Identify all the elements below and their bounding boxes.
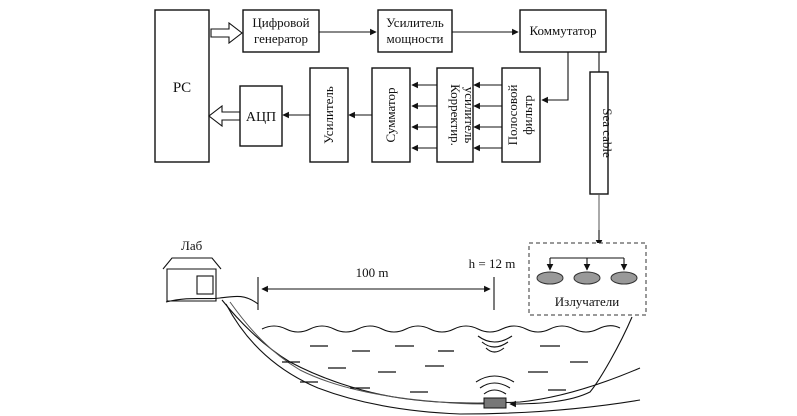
multi-channel-arrows-corrector-to-summator — [411, 81, 437, 152]
summator-block: Сумматор — [371, 67, 411, 163]
sea-cable-block: Sea cable — [589, 71, 615, 195]
corrector-amplifier-block: Корректир. усилитель — [436, 67, 477, 163]
receiver-amplifier-block: Усилитель — [309, 67, 349, 163]
switch-label: Коммутатор — [529, 23, 596, 38]
power-amplifier-label-line2: мощности — [387, 31, 444, 46]
switch-block: Коммутатор — [519, 9, 607, 53]
acoustic-waves-upper — [477, 335, 513, 353]
summator-label: Сумматор — [383, 88, 398, 143]
adc-label: АЦП — [246, 110, 276, 125]
generator-label-line1: Цифровой — [252, 15, 309, 30]
bandpass-label-line1: Полосовой — [505, 85, 520, 146]
power-amplifier-block: Усилитель мощности — [377, 9, 453, 53]
hollow-arrow-pc-to-generator — [210, 21, 243, 45]
lake-bed-lower — [225, 303, 641, 415]
receiver-amplifier-label: Усилитель — [321, 86, 336, 144]
bandpass-filter-block: Полосовой фильтр — [501, 67, 541, 163]
lake-bed — [221, 299, 641, 404]
emitters-label: Излучатели — [555, 294, 619, 309]
sea-cable-label: Sea cable — [600, 108, 615, 158]
lab-building — [162, 257, 222, 302]
emitters-group: Излучатели — [528, 242, 647, 316]
acoustic-waves-lower — [475, 375, 515, 395]
corrector-label-line1: Корректир. — [448, 84, 463, 146]
underwater-cable — [229, 301, 485, 405]
hollow-arrow-adc-to-pc — [208, 104, 241, 128]
pc-label: PC — [173, 80, 191, 96]
link-switch-to-bandpass — [541, 52, 569, 104]
multi-channel-arrows-filter-to-corrector — [473, 81, 502, 152]
depth-label: h = 12 m — [469, 256, 516, 271]
distance-label: 100 m — [356, 265, 389, 280]
power-amplifier-label-line1: Усилитель — [386, 15, 444, 30]
emitter-1 — [536, 271, 564, 285]
digital-generator-block: Цифровой генератор — [242, 9, 320, 53]
water-dashes — [282, 345, 588, 393]
distance-dimension — [257, 277, 495, 310]
bandpass-label-line2: фильтр — [520, 95, 535, 135]
hydrophone — [483, 397, 507, 409]
emitter-3 — [610, 271, 638, 285]
generator-label-line2: генератор — [254, 31, 308, 46]
emitter-2 — [573, 271, 601, 285]
pc-block: PC — [154, 9, 210, 163]
arrow-emitters-to-hydrophone — [509, 316, 633, 408]
lab-label: Лаб — [181, 238, 203, 253]
water-surface — [261, 325, 621, 333]
corrector-label-line2: усилитель — [462, 87, 477, 144]
ground-surface — [165, 295, 259, 305]
adc-block: АЦП — [239, 85, 283, 147]
